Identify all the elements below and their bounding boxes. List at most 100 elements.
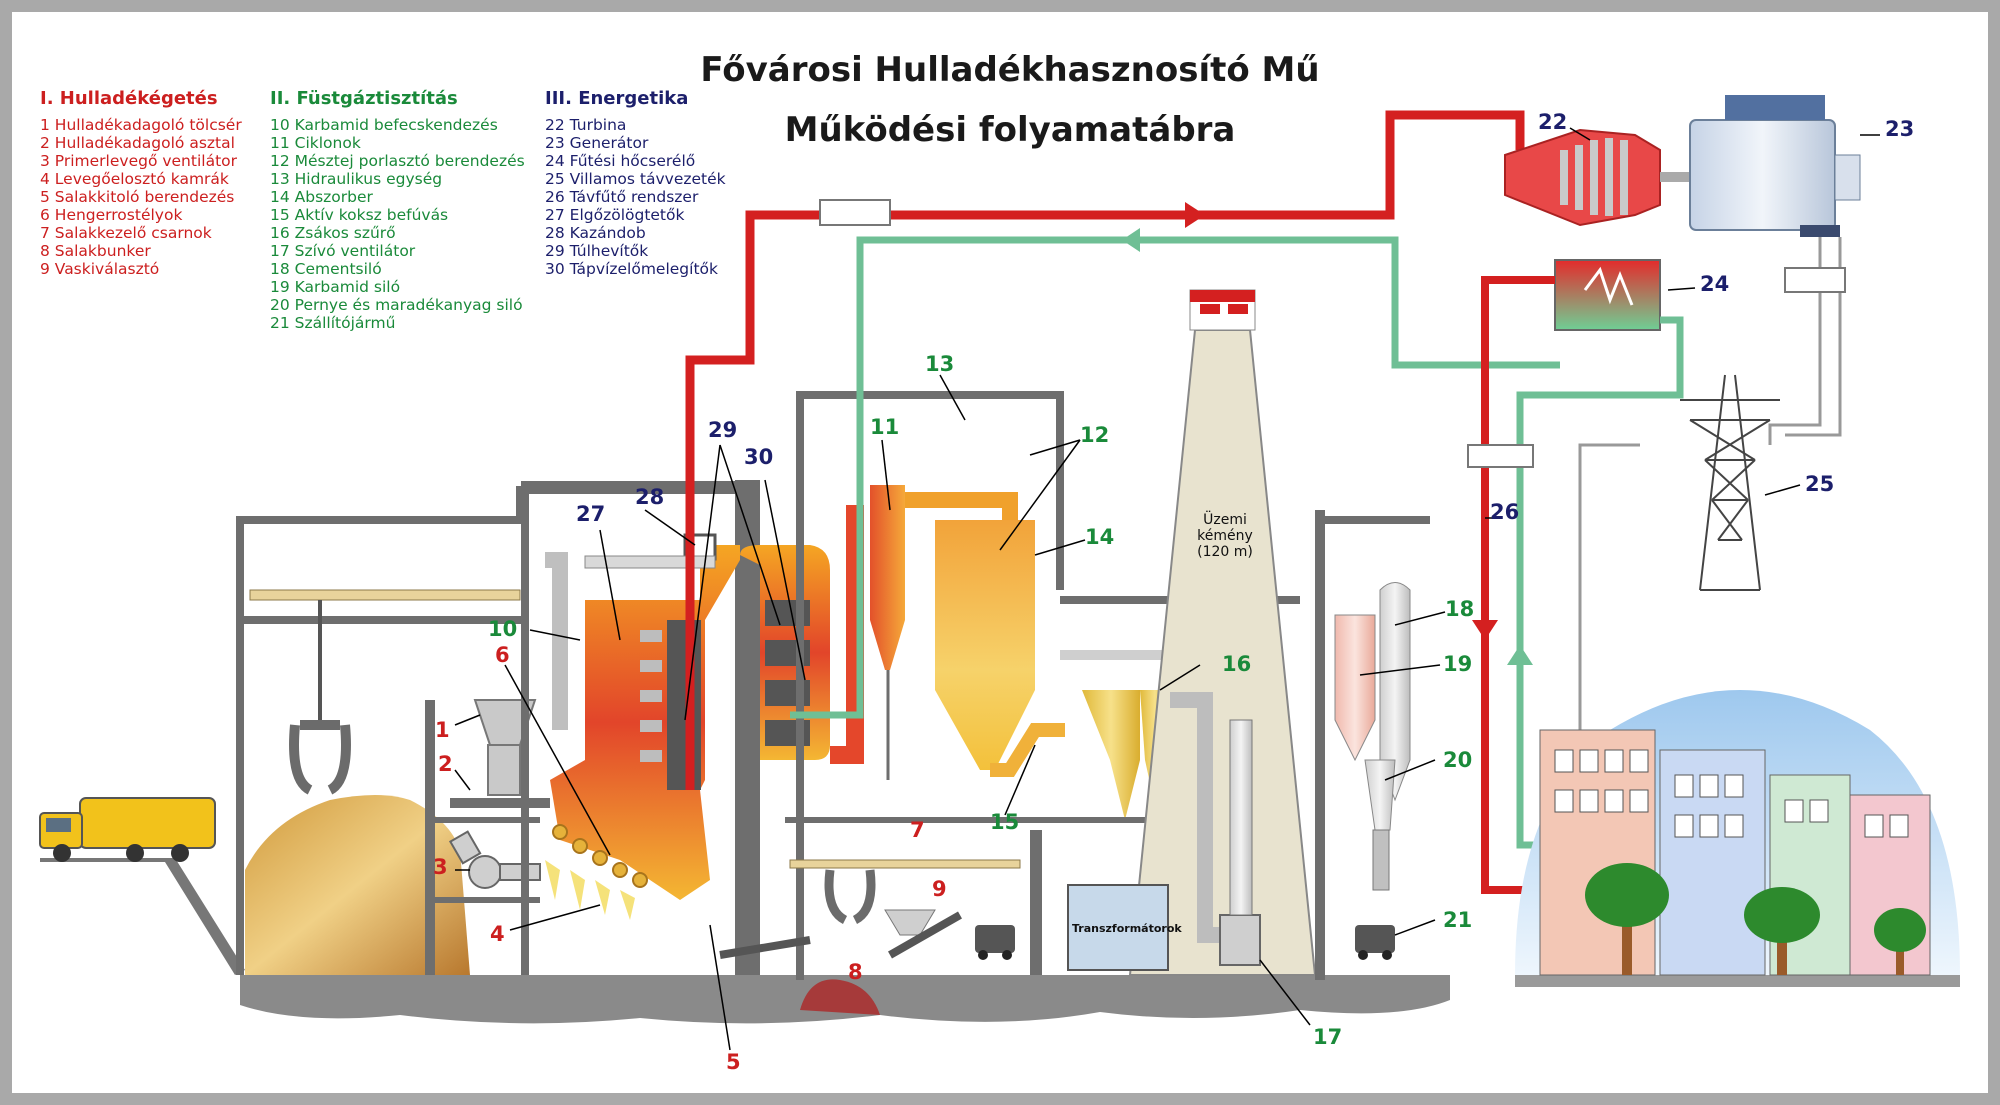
legend-item: 15 Aktív koksz befúvás <box>270 206 449 224</box>
callout-16: 16 <box>1222 652 1252 676</box>
callout-11: 11 <box>870 415 900 439</box>
ash-silo <box>1364 759 1396 831</box>
callout-19: 19 <box>1443 652 1473 676</box>
legend-item: 10 Karbamid befecskendezés <box>270 116 498 134</box>
legend-item: 4 Levegőelosztó kamrák <box>40 170 229 188</box>
legend-item: 1 Hulladékadagoló tölcsér <box>40 116 242 134</box>
callout-2: 2 <box>438 752 453 776</box>
legend-item: 24 Fűtési hőcserélő <box>545 152 696 170</box>
callout-23: 23 <box>1885 117 1915 141</box>
callout-8: 8 <box>848 960 863 984</box>
trees <box>1585 863 1926 975</box>
legend-heading-flue: II. Füstgáztisztítás <box>270 88 458 109</box>
legend-item: 5 Salakkitoló berendezés <box>40 188 235 206</box>
feed-table <box>450 798 550 808</box>
callout-26: 26 <box>1490 500 1520 524</box>
slag-grab <box>824 869 876 925</box>
cyclone <box>870 485 905 670</box>
city-ground <box>1515 975 1960 987</box>
chimney-label: Üzemi kémény (120 m) <box>1197 512 1253 560</box>
legend-item: 8 Salakbunker <box>40 242 151 260</box>
transport-vehicle-9 <box>975 925 1015 960</box>
callout-18: 18 <box>1445 597 1475 621</box>
legend-energetics: III. Energetika 22 Turbina 23 Generátor … <box>545 88 726 279</box>
legend-item: 14 Abszorber <box>270 188 373 206</box>
callout-1: 1 <box>435 718 450 742</box>
diagram-subtitle: Működési folyamatábra <box>784 110 1236 150</box>
legend-item: 21 Szállítójármű <box>270 314 396 332</box>
waste-heap <box>245 795 470 975</box>
legend-item: 6 Hengerrostélyok <box>40 206 183 224</box>
callout-7: 7 <box>910 818 925 842</box>
leader-lines <box>454 127 1880 1051</box>
legend-waste-incineration: I. Hulladékégetés 1 Hulladékadagoló tölc… <box>40 88 242 279</box>
steam-flow-meter <box>819 199 891 226</box>
callout-12: 12 <box>1080 423 1110 447</box>
legend-item: 25 Villamos távvezeték <box>545 170 726 188</box>
steam-pipe <box>685 110 1525 790</box>
legend-item: 27 Elgőzölögtetők <box>545 206 685 224</box>
legend-item: 29 Túlhevítők <box>545 242 649 260</box>
callout-29: 29 <box>708 418 738 442</box>
callout-22: 22 <box>1538 110 1568 134</box>
legend-item: 9 Vaskiválasztó <box>40 260 160 278</box>
garbage-truck <box>39 797 216 862</box>
callout-4: 4 <box>490 922 505 946</box>
bunker-frame <box>236 486 760 975</box>
legend-item: 7 Salakkezelő csarnok <box>40 224 212 242</box>
crane-rail <box>249 589 521 601</box>
district-heating-return <box>1516 316 1684 849</box>
suction-duct <box>1170 692 1225 943</box>
legend-item: 3 Primerlevegő ventilátor <box>40 152 238 170</box>
legend-item: 23 Generátor <box>545 134 649 152</box>
legend-heading-energy: III. Energetika <box>545 88 689 109</box>
callout-13: 13 <box>925 352 955 376</box>
cement-silo <box>1379 582 1411 802</box>
transport-vehicle-21 <box>1355 925 1395 960</box>
legend-item: 28 Kazándob <box>545 224 646 242</box>
callout-28: 28 <box>635 485 665 509</box>
callout-3: 3 <box>433 855 448 879</box>
grate-rollers <box>552 824 648 888</box>
legend-item: 26 Távfűtő rendszer <box>545 188 699 206</box>
legend-item: 22 Turbina <box>545 116 627 134</box>
legend-item: 18 Cementsiló <box>270 260 382 278</box>
callout-9: 9 <box>932 877 947 901</box>
legend-item: 17 Szívó ventilátor <box>270 242 416 260</box>
truck-ramp <box>40 858 245 975</box>
slag-bunker <box>800 979 880 1015</box>
air-distribution-chambers <box>545 860 635 920</box>
suction-fan <box>1219 914 1261 966</box>
callout-17: 17 <box>1313 1025 1343 1049</box>
flue-duct <box>545 552 568 730</box>
legend-item: 2 Hulladékadagoló asztal <box>40 134 235 152</box>
legend-item: 13 Hidraulikus egység <box>270 170 443 188</box>
slag-hall-crane-rail <box>789 859 1021 869</box>
absorber <box>935 520 1035 770</box>
callout-20: 20 <box>1443 748 1473 772</box>
callout-5: 5 <box>726 1050 741 1074</box>
transmission-tower <box>1680 374 1780 591</box>
callout-10: 10 <box>488 617 518 641</box>
urea-silo <box>1334 614 1376 762</box>
callout-6: 6 <box>495 643 510 667</box>
callout-15: 15 <box>990 810 1020 834</box>
legend-item: 16 Zsákos szűrő <box>270 224 396 242</box>
primary-air-fan <box>468 855 502 889</box>
silo-frame <box>1315 510 1325 980</box>
feedwater-arrow <box>1122 228 1140 252</box>
legend-item: 11 Ciklonok <box>270 134 361 152</box>
legend-flue-gas-cleaning: II. Füstgáztisztítás 10 Karbamid befecsk… <box>270 88 525 333</box>
callout-25: 25 <box>1805 472 1835 496</box>
callout-21: 21 <box>1443 908 1473 932</box>
superheaters <box>667 620 701 790</box>
callout-27: 27 <box>576 502 606 526</box>
transformer-building <box>1067 884 1169 971</box>
legend-heading-waste: I. Hulladékégetés <box>40 88 218 109</box>
legend-item: 12 Mésztej porlasztó berendezés <box>270 152 525 170</box>
activated-coke-duct <box>990 723 1065 777</box>
diagram-title: Fővárosi Hulladékhasznosító Mű <box>700 50 1320 90</box>
legend-item: 30 Tápvízelőmelegítők <box>545 260 718 278</box>
